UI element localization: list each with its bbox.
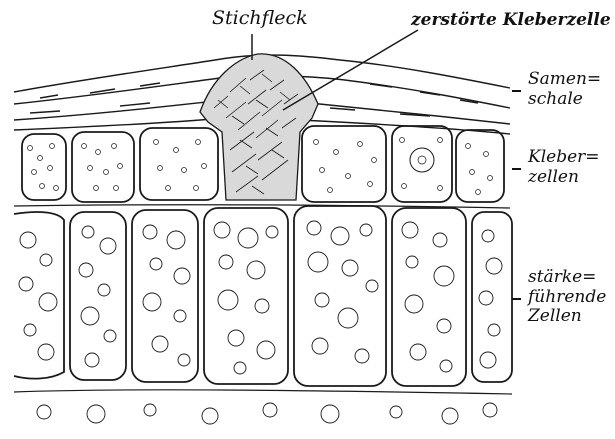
label-starch-cells: stärke= führende Zellen xyxy=(528,268,606,327)
label-starch-line-1: stärke= xyxy=(528,268,606,288)
label-aleurone-line-2: zellen xyxy=(528,168,600,188)
label-stichfleck: Stichfleck xyxy=(212,8,308,30)
dash-starch xyxy=(512,298,521,300)
label-starch-line-3: Zellen xyxy=(528,307,606,327)
label-seed-coat-line-2: schale xyxy=(528,90,601,110)
label-seed-coat-line-1: Samen= xyxy=(528,70,601,90)
label-aleurone-line-1: Kleber= xyxy=(528,148,600,168)
label-starch-line-2: führende xyxy=(528,288,606,308)
dash-seed-coat xyxy=(512,90,521,92)
label-destroyed-aleurone-cell: zerstörte Kleberzelle xyxy=(411,11,611,31)
label-aleurone-cells: Kleber= zellen xyxy=(528,148,600,187)
dash-aleurone xyxy=(512,168,521,170)
label-seed-coat: Samen= schale xyxy=(528,70,601,109)
